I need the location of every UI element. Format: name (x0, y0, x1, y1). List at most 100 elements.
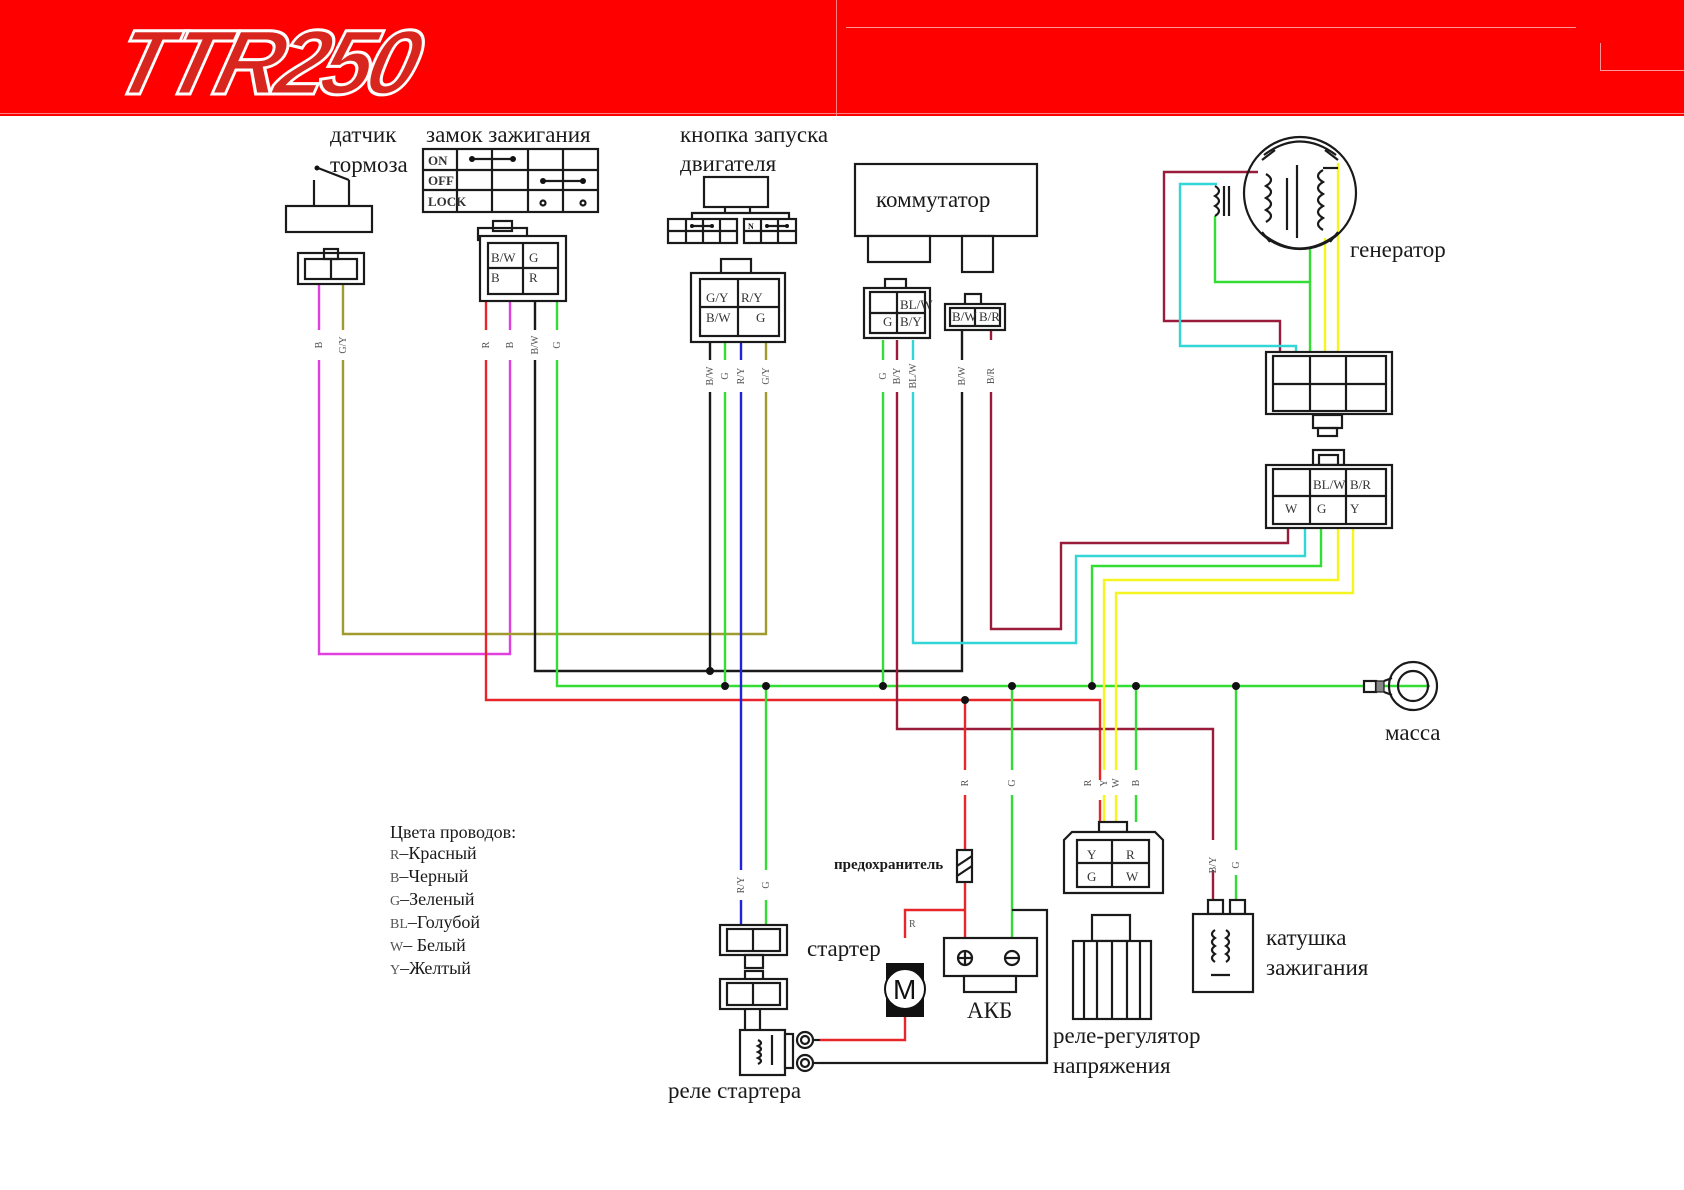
fuse-label: предохранитель (834, 857, 944, 873)
svg-text:G: G (1317, 501, 1326, 516)
legend-color-name: –Красный (399, 843, 477, 863)
svg-text:G: G (756, 310, 765, 325)
svg-text:Y: Y (1087, 847, 1097, 862)
svg-text:Y: Y (1350, 501, 1360, 516)
svg-text:R/Y: R/Y (736, 368, 747, 385)
banner-divider (836, 0, 837, 116)
wire-gen-maroon (1162, 170, 1282, 352)
wire-brake-b (317, 282, 512, 656)
svg-text:B/W: B/W (491, 250, 516, 265)
legend-item: BL–Голубой (390, 912, 516, 935)
svg-text:G: G (1087, 869, 1096, 884)
svg-text:B/R: B/R (1350, 477, 1371, 492)
battery-label: АКБ (967, 998, 1013, 1023)
svg-text:G: G (883, 314, 892, 329)
svg-text:G/Y: G/Y (338, 336, 349, 353)
banner-line (846, 27, 1576, 28)
wire-gen-y2 (1114, 520, 1355, 822)
legend-color-name: –Черный (399, 866, 469, 886)
ignition-switch: ON OFF LOCK B/W G B R (421, 147, 600, 303)
legend-item: B–Черный (390, 866, 516, 889)
wire-brake-gy (341, 282, 768, 636)
svg-text:G/Y: G/Y (761, 367, 772, 384)
coil-label-1: катушка (1266, 925, 1347, 950)
legend-item: R–Красный (390, 843, 516, 866)
svg-text:R: R (529, 270, 538, 285)
header-banner: TTR250 (0, 0, 1684, 116)
svg-text:W: W (1111, 778, 1122, 788)
svg-text:B/Y: B/Y (1208, 857, 1219, 874)
svg-text:R/Y: R/Y (741, 290, 763, 305)
svg-text:B: B (505, 341, 516, 348)
svg-text:ON: ON (428, 153, 448, 168)
svg-text:G: G (761, 881, 772, 888)
legend-item: G–Зеленый (390, 889, 516, 912)
fuse (955, 848, 974, 884)
svg-text:N: N (748, 222, 754, 231)
svg-text:B/Y: B/Y (892, 368, 903, 385)
generator: BL/W B/R W G Y (1212, 135, 1394, 530)
coil-label-2: зажигания (1266, 955, 1369, 980)
svg-text:B/W: B/W (706, 310, 731, 325)
voltage-regulator: Y R G W (1062, 820, 1165, 1021)
svg-text:W: W (1285, 501, 1298, 516)
start-button-label-1: кнопка запуска (680, 122, 829, 147)
svg-text:R: R (481, 341, 492, 348)
svg-text:Y: Y (1099, 779, 1110, 786)
legend-code: R (390, 848, 400, 863)
svg-text:G: G (1231, 861, 1242, 868)
svg-text:OFF: OFF (428, 173, 454, 188)
cdi-unit: BL/W G B/Y B/W B/R (853, 162, 1039, 340)
banner-bottom-line (0, 113, 1684, 114)
starter-motor: M (884, 963, 926, 1017)
wire-labels: B G/Y R B B/W G B/W G R/Y G/Y G B/Y BL/W… (314, 335, 1242, 930)
svg-text:B/R: B/R (979, 309, 1000, 324)
starter-relay-label: реле стартера (668, 1078, 802, 1103)
wire-ign-r (484, 298, 1102, 822)
svg-text:R/Y: R/Y (736, 877, 747, 894)
battery (942, 936, 1039, 994)
svg-text:M: M (893, 974, 916, 1005)
svg-text:BL/W: BL/W (1313, 477, 1346, 492)
legend-color-name: –Желтый (400, 958, 471, 978)
svg-text:B/W: B/W (530, 335, 541, 354)
brake-sensor-label-2: тормоза (330, 152, 408, 177)
wire-gen-g (1090, 520, 1323, 686)
ignition-switch-label: замок зажигания (426, 122, 591, 147)
brake-sensor (284, 165, 374, 286)
wire-relay-black (820, 908, 1049, 1065)
legend-color-name: –Зеленый (400, 889, 475, 909)
svg-text:B/Y: B/Y (900, 314, 922, 329)
legend-code: B (390, 871, 400, 886)
svg-text:B: B (314, 341, 325, 348)
legend-code: W (390, 940, 404, 955)
svg-text:G: G (878, 372, 889, 379)
ground-label: масса (1385, 720, 1441, 745)
junction-dots (706, 667, 1240, 704)
ignition-coil (1191, 898, 1255, 994)
wire-gen-cyan (1178, 182, 1298, 352)
regulator-label-1: реле-регулятор (1053, 1023, 1201, 1048)
svg-text:G: G (529, 250, 538, 265)
svg-text:B: B (491, 270, 500, 285)
ttr250-logo: TTR250 (108, 22, 435, 106)
legend-code: BL (390, 917, 408, 932)
legend-item: W– Белый (390, 935, 516, 958)
svg-text:B/R: B/R (986, 368, 997, 384)
starter-relay (718, 923, 820, 1077)
svg-text:LOCK: LOCK (428, 194, 467, 209)
regulator-label-2: напряжения (1053, 1053, 1171, 1078)
svg-text:G: G (552, 341, 563, 348)
svg-text:B/W: B/W (705, 366, 716, 385)
wire-gen-green1 (1213, 216, 1312, 352)
legend-color-name: – Белый (403, 935, 466, 955)
wire-gen-y1 (1102, 520, 1340, 822)
svg-text:R: R (960, 779, 971, 786)
legend-code: G (390, 894, 401, 909)
start-button-label-2: двигателя (680, 151, 777, 176)
banner-box (1600, 43, 1684, 71)
legend-item: Y–Желтый (390, 958, 516, 981)
svg-text:G: G (720, 372, 731, 379)
start-button: N G/Y R/Y B/W G (666, 175, 798, 344)
